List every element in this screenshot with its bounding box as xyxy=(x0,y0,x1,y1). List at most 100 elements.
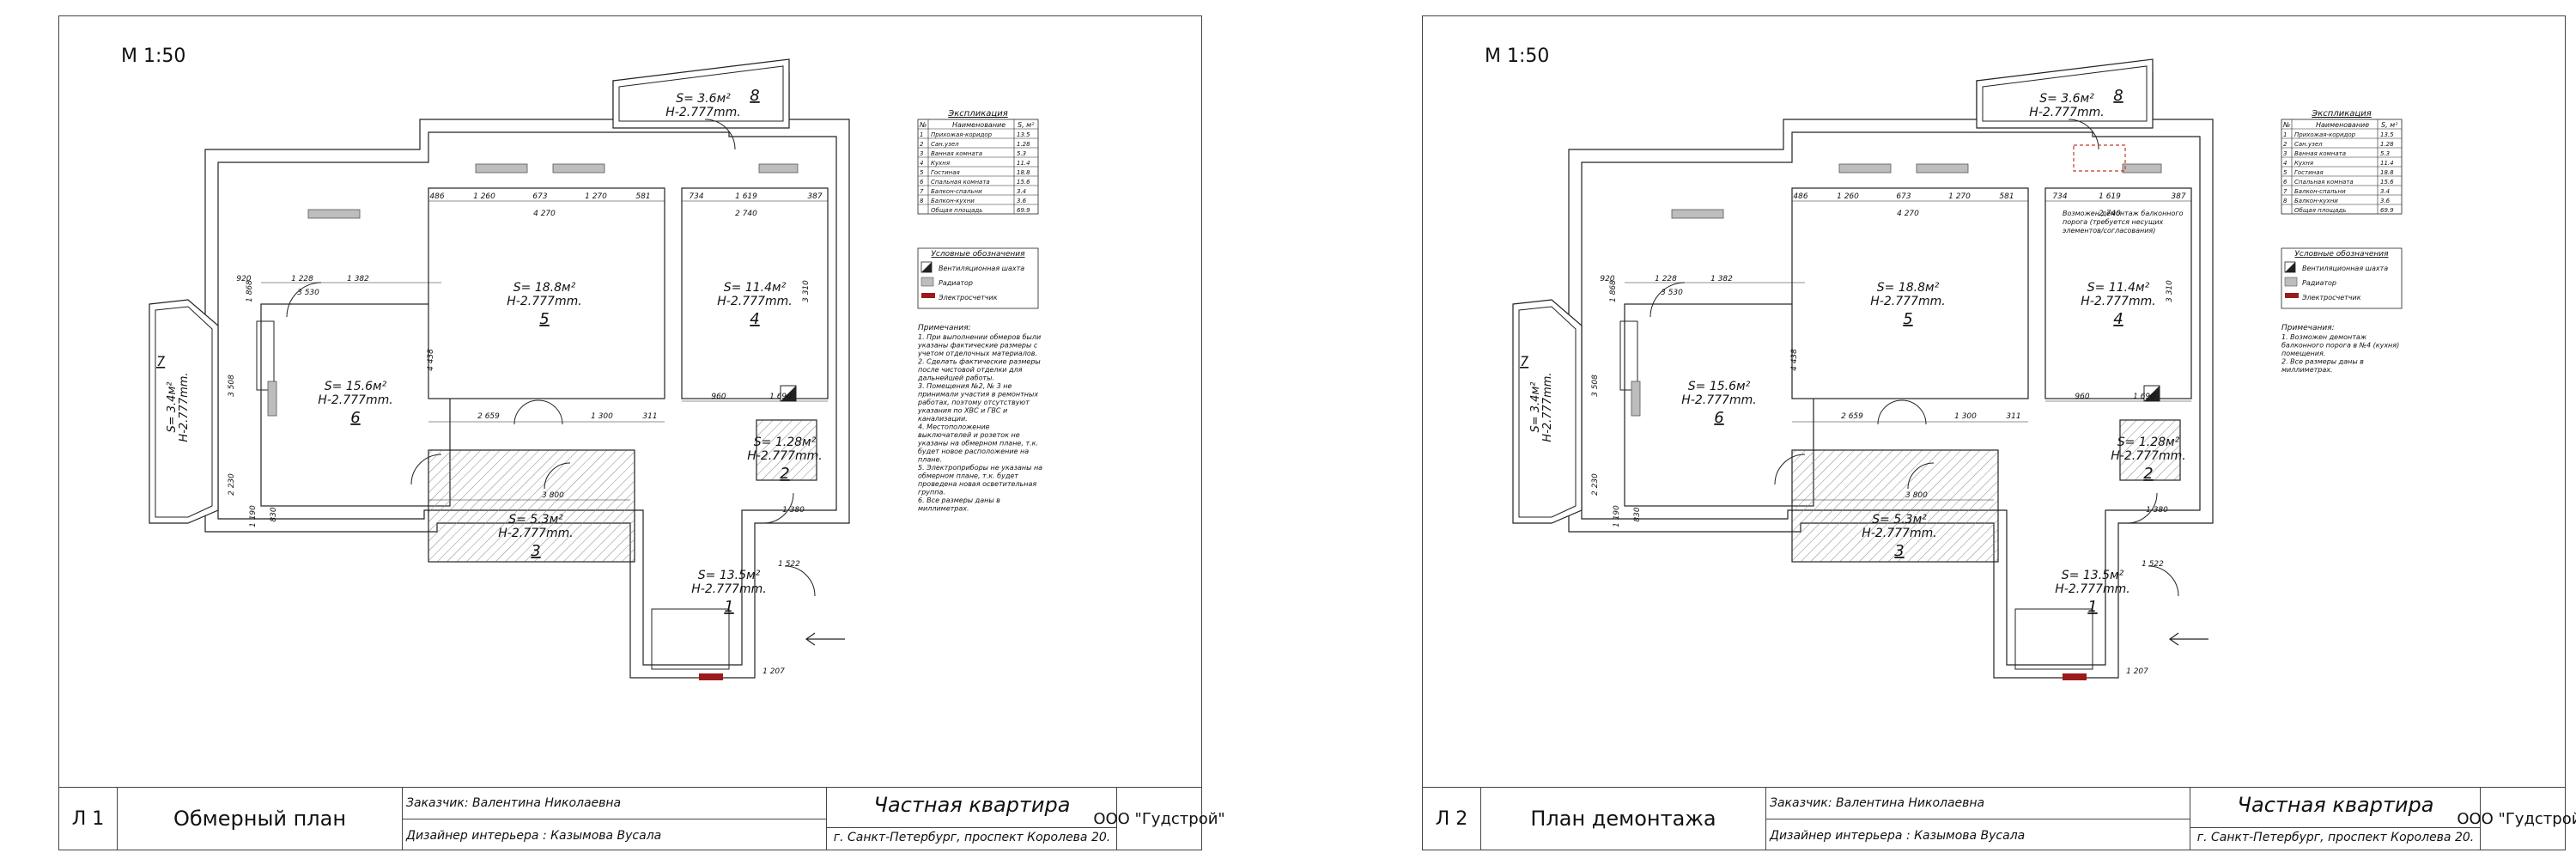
notes-line: проведена новая осветительная xyxy=(918,480,1036,488)
notes-line: 4. Местоположение xyxy=(918,423,990,431)
room-2-outline xyxy=(2119,419,2181,481)
dimension-label: 486 xyxy=(1793,192,1807,201)
designer-name: Дизайнер интерьера : Казымова Вусала xyxy=(406,829,662,843)
dimension-label: 3 530 xyxy=(1661,289,1683,297)
explication-cell: 1 xyxy=(2283,131,2287,138)
explication-header: Наименование xyxy=(952,121,1005,129)
client-name: Заказчик: Валентина Николаевна xyxy=(406,796,622,810)
dimension-label: 1 690 xyxy=(769,393,792,401)
explication-cell: 13.5 xyxy=(1017,131,1030,138)
entry-arrow-icon xyxy=(2168,632,2208,646)
explication-cell: 4 xyxy=(2283,160,2287,167)
explication-cell: 8 xyxy=(2283,198,2287,204)
radiator-icon xyxy=(1671,209,1724,219)
notes-line: балконного порога в №4 (кухня) xyxy=(2281,342,2399,350)
explication-header: Наименование xyxy=(2316,121,2369,129)
room-4-area: S= 11.4м² xyxy=(724,281,787,295)
room-5-height: H-2.777mm. xyxy=(507,295,581,308)
dimension-label: 2 740 xyxy=(2099,210,2121,218)
notes-line: группа. xyxy=(918,489,945,497)
radiator-icon xyxy=(475,163,528,174)
dimension-label: 1 380 xyxy=(782,506,805,515)
balcony-7-inner xyxy=(1518,306,1577,518)
dimension-label: 1 868 xyxy=(1609,280,1618,302)
explication-cell: 69.9 xyxy=(1017,207,1030,214)
room-6-height: H-2.777mm. xyxy=(318,393,392,407)
room-8-area: S= 3.6м² xyxy=(676,92,731,106)
demolition-note: элементов/согласования) xyxy=(2063,227,2155,235)
room-1-area: S= 13.5м² xyxy=(2062,569,2124,582)
entry-hall xyxy=(2014,608,2093,670)
partition xyxy=(1619,320,1638,391)
explication-cell: 69.9 xyxy=(2380,207,2394,214)
balcony-7 xyxy=(149,299,219,524)
balcony-8 xyxy=(1976,58,2154,129)
room-4-height: H-2.777mm. xyxy=(2081,295,2155,308)
radiator-icon xyxy=(1916,163,1969,174)
dimension-label: 3 310 xyxy=(2166,280,2174,302)
explication-cell: 1 xyxy=(920,131,923,138)
dimension-label: 3 508 xyxy=(1591,375,1600,397)
room-7-height: H-2.777mm. xyxy=(178,372,191,442)
explication-cell: 5 xyxy=(2283,169,2287,176)
scale-label: М 1:50 xyxy=(1485,46,1550,67)
dimension-label: 387 xyxy=(2171,192,2185,201)
divider xyxy=(827,827,1117,828)
room-2-height: H-2.777mm. xyxy=(2111,449,2185,463)
explication-cell: Кухня xyxy=(2294,160,2313,167)
dimension-label: 1 190 xyxy=(1613,505,1621,527)
explication-cell: 5 xyxy=(920,169,924,176)
room-6-area: S= 15.6м² xyxy=(325,380,387,393)
room-4-outline xyxy=(2044,187,2192,399)
explication-cell: 3.4 xyxy=(1017,188,1026,195)
room-2-area: S= 1.28м² xyxy=(754,436,817,449)
dimension-label: 2 230 xyxy=(1591,473,1600,496)
electric-meter-icon xyxy=(699,673,723,680)
room-3-height: H-2.777mm. xyxy=(498,527,573,540)
explication-cell: 5.3 xyxy=(2380,150,2390,157)
room-2-number: 2 xyxy=(2143,465,2153,483)
project-address: г. Санкт-Петербург, проспект Королева 20… xyxy=(833,831,1111,844)
explication-cell: Спальная комната xyxy=(931,179,990,186)
explication-cell: Балкон-спальни xyxy=(2294,188,2346,195)
ventilation-shaft-icon xyxy=(781,386,796,401)
room-2-area: S= 1.28м² xyxy=(2117,436,2180,449)
explication-cell: 3.6 xyxy=(1017,198,1027,204)
notes-title: Примечания: xyxy=(2281,324,2335,332)
notes-line: помещения. xyxy=(2281,350,2325,357)
explication-cell: Гостиная xyxy=(931,169,960,176)
legend-item: Электросчетчик xyxy=(938,294,998,302)
dimension-label: 1 382 xyxy=(347,275,369,283)
dimension-label: 1 228 xyxy=(1655,275,1677,283)
explication-cell: Балкон-спальни xyxy=(931,188,982,195)
sheet-number: Л 2 xyxy=(1423,788,1481,850)
room-1-number: 1 xyxy=(724,598,733,616)
explication-cell: 13.5 xyxy=(2380,131,2394,138)
notes-line: указаны фактические размеры с xyxy=(917,342,1038,350)
explication-cell: Прихожая-коридор xyxy=(931,131,993,138)
door-swing xyxy=(2148,565,2179,597)
explication-cell: Общая площадь xyxy=(931,207,982,214)
room-5-height: H-2.777mm. xyxy=(1870,295,1945,308)
room-5-outline xyxy=(1791,187,2029,399)
electric-meter-icon xyxy=(2063,673,2087,680)
dimension-label: 1 260 xyxy=(1837,192,1859,201)
dimension-label: 2 659 xyxy=(1841,412,1863,421)
balcony-8-inner xyxy=(618,65,784,122)
dimension-label: 1 382 xyxy=(1710,275,1733,283)
dimension-label: 960 xyxy=(2075,393,2089,401)
demolition-note: порога (требуется несущих xyxy=(2063,218,2164,226)
explication-cell: Балкон-кухни xyxy=(2294,198,2338,204)
radiator-icon xyxy=(267,381,277,417)
room-3-outline xyxy=(1791,449,1999,563)
door-swing xyxy=(1774,454,1806,485)
balcony-7 xyxy=(1512,299,1583,524)
explication-cell: 7 xyxy=(2283,188,2287,195)
room-3-area: S= 5.3м² xyxy=(508,513,563,527)
explication-cell: Прихожая-коридор xyxy=(2294,131,2356,138)
dimension-label: 3 508 xyxy=(228,375,236,397)
room-4-number: 4 xyxy=(2113,310,2123,328)
notes-line: миллиметрах. xyxy=(918,505,969,513)
dimension-label: 3 530 xyxy=(297,289,319,297)
